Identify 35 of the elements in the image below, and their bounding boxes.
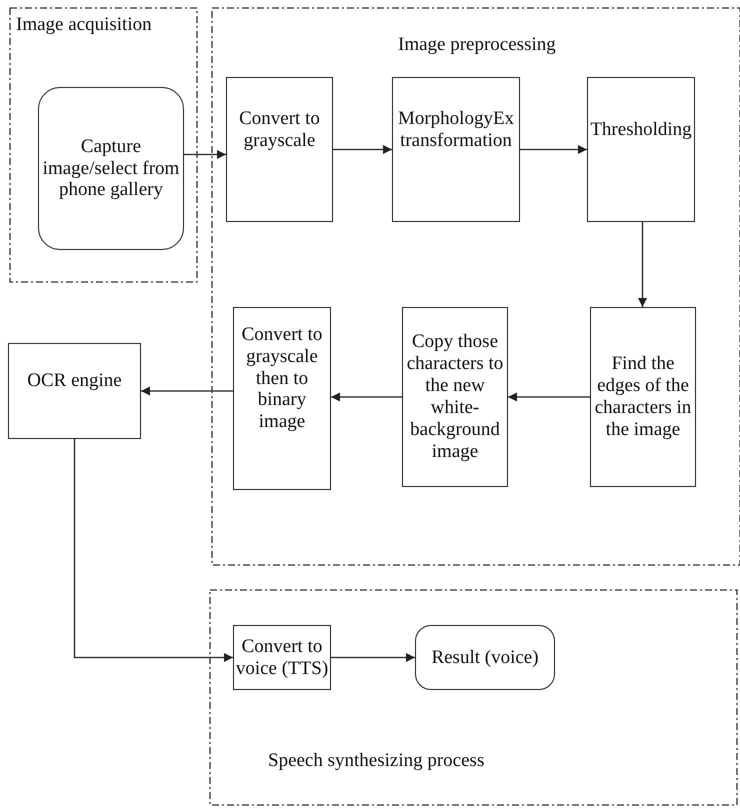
process-box xyxy=(392,77,520,222)
dashed-group-frame xyxy=(10,8,197,282)
arrow xyxy=(638,222,647,307)
box-label: Result (voice) xyxy=(431,646,539,668)
rounded-process-box xyxy=(415,625,555,690)
box-label: MorphologyEx transformation xyxy=(396,108,516,152)
process-box xyxy=(233,625,331,690)
rounded-process-box xyxy=(38,87,184,250)
box-label: Capture image/select from phone gallery xyxy=(42,136,180,202)
arrow xyxy=(331,653,415,662)
box-label: Thresholding xyxy=(590,118,692,140)
arrow xyxy=(331,392,402,402)
group-title: Speech synthesizing process xyxy=(268,750,484,772)
dashed-group-frame xyxy=(212,8,740,565)
box-label: Convert to grayscale then to binary image xyxy=(240,324,324,434)
box-label: Convert to grayscale xyxy=(238,108,321,152)
arrow xyxy=(184,150,226,159)
arrow xyxy=(520,145,587,154)
group-title: Image preprocessing xyxy=(398,34,556,56)
process-box xyxy=(590,307,696,487)
box-label: Find the edges of the characters in the image xyxy=(594,353,692,441)
process-box xyxy=(8,343,141,439)
process-box xyxy=(587,77,695,222)
group-title: Image acquisition xyxy=(16,14,152,36)
arrow xyxy=(74,439,233,662)
arrow xyxy=(508,392,590,402)
arrow xyxy=(141,386,233,396)
arrow xyxy=(333,145,392,154)
box-label: OCR engine xyxy=(27,370,122,392)
process-box xyxy=(402,307,508,487)
dashed-group-frame xyxy=(210,590,737,805)
box-label: Copy those characters to the new white-background image xyxy=(406,331,504,463)
process-box xyxy=(226,77,333,222)
box-label: Convert to voice (TTS) xyxy=(234,636,330,680)
process-box xyxy=(233,307,331,490)
